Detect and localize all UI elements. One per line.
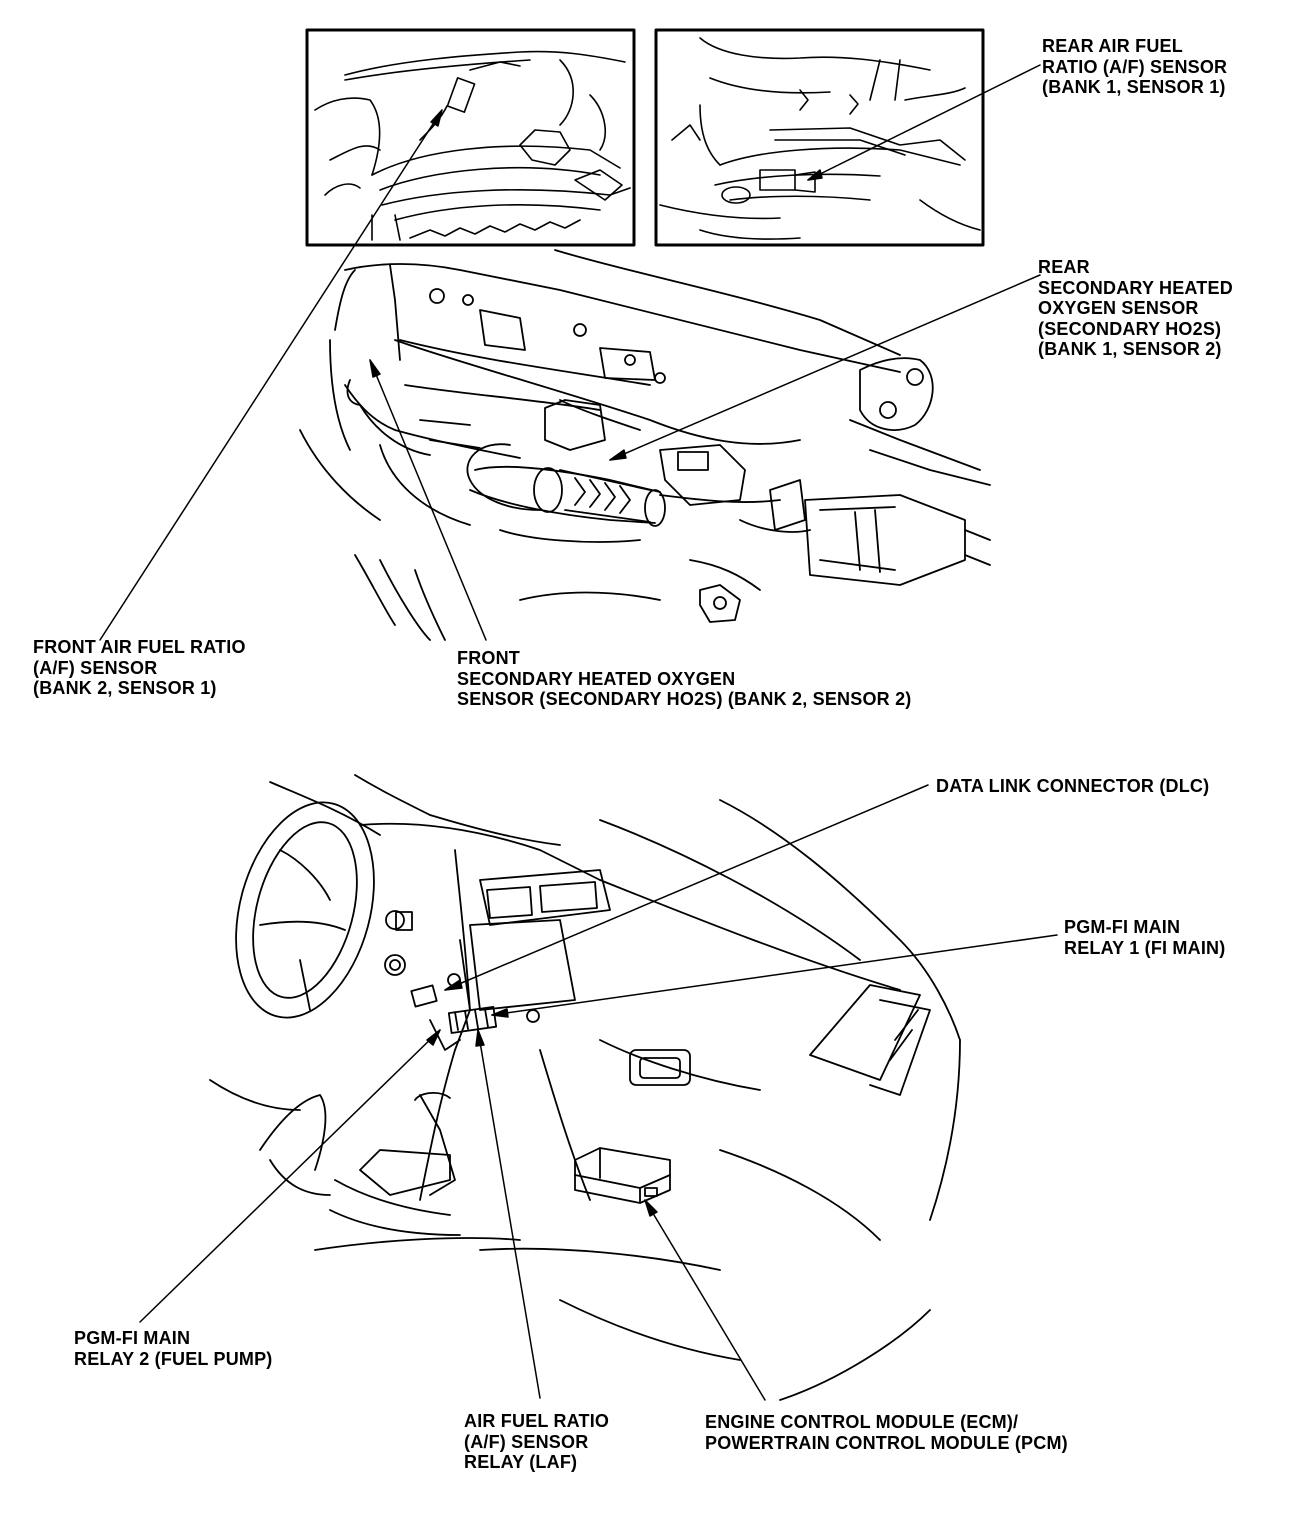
leader-ecm-pcm [644,1199,766,1401]
label-line: RELAY 2 (FUEL PUMP) [74,1348,273,1369]
arrow-ecm-pcm [644,1199,658,1217]
label-line: RELAY (LAF) [464,1452,578,1472]
leader-pgm-fi-main-relay-2 [139,1029,441,1323]
label-rear-secondary-ho2s: REAR SECONDARY HEATED OXYGEN SENSOR (SEC… [1038,257,1233,360]
arrow-rear-secondary-ho2s [609,449,627,461]
label-line: SENSOR (SECONDARY HO2S) (BANK 2, SENSOR … [457,689,912,709]
label-line: POWERTRAIN CONTROL MODULE (PCM) [705,1432,1068,1453]
arrow-pgm-fi-main-relay-1 [491,1008,509,1018]
ecm-pcm-box [574,1147,671,1204]
leader-dlc [444,784,929,991]
label-pgm-fi-main-relay-2: PGM-FI MAIN RELAY 2 (FUEL PUMP) [74,1328,273,1369]
arrow-pgm-fi-main-relay-2 [426,1029,441,1046]
label-line: REAR [1038,257,1090,277]
label-line: SECONDARY HEATED OXYGEN [457,668,736,689]
label-front-secondary-ho2s: FRONT SECONDARY HEATED OXYGEN SENSOR (SE… [457,648,911,710]
label-line: OXYGEN SENSOR [1038,298,1199,318]
leader-rear-secondary-ho2s [609,274,1041,461]
label-line: RELAY 1 (FI MAIN) [1064,937,1226,958]
label-rear-af-sensor: REAR AIR FUEL RATIO (A/F) SENSOR (BANK 1… [1042,36,1227,98]
relay-cluster [447,1005,498,1034]
arrow-rear-af-sensor [807,169,823,181]
label-line: DATA LINK CONNECTOR (DLC) [936,776,1210,796]
label-line: FRONT AIR FUEL RATIO [33,637,246,657]
arrow-af-sensor-relay [475,1029,485,1047]
inset-rear-af-sensor [654,28,985,247]
label-af-sensor-relay: AIR FUEL RATIO (A/F) SENSOR RELAY (LAF) [464,1411,609,1473]
label-line: (A/F) SENSOR [464,1431,589,1452]
label-ecm-pcm: ENGINE CONTROL MODULE (ECM)/ POWERTRAIN … [705,1412,1068,1453]
label-line: REAR AIR FUEL [1042,36,1183,56]
leader-front-secondary-ho2s [369,359,487,641]
label-line: ENGINE CONTROL MODULE (ECM)/ [705,1412,1019,1432]
leader-pgm-fi-main-relay-1 [491,934,1058,1016]
arrow-front-af-sensor [430,109,443,127]
leader-lines [99,64,1058,1401]
label-line: (A/F) SENSOR [33,657,158,678]
label-pgm-fi-main-relay-1: PGM-FI MAIN RELAY 1 (FI MAIN) [1064,917,1225,958]
label-line: (BANK 1, SENSOR 1) [1042,77,1226,97]
dashboard-interior-drawing [209,774,961,1401]
leader-front-af-sensor [99,109,443,641]
leader-af-sensor-relay [477,1029,541,1399]
label-line: PGM-FI MAIN [74,1328,191,1348]
label-line: (BANK 1, SENSOR 2) [1038,339,1222,359]
inset-rear-af-sensor-drawing [659,37,981,240]
arrow-front-secondary-ho2s [369,359,381,378]
inset-front-af-sensor [305,28,636,247]
label-front-af-sensor: FRONT AIR FUEL RATIO (A/F) SENSOR (BANK … [33,637,246,699]
label-line: SECONDARY HEATED [1038,277,1233,298]
label-line: AIR FUEL RATIO [464,1411,610,1431]
label-line: RATIO (A/F) SENSOR [1042,56,1228,77]
dlc-connector [410,984,438,1008]
label-line: PGM-FI MAIN [1064,917,1181,937]
label-line: (SECONDARY HO2S) [1038,318,1222,339]
label-line: FRONT [457,648,520,668]
inset-front-af-sensor-drawing [314,50,631,241]
engine-exhaust-drawing [299,249,991,641]
label-line: (BANK 2, SENSOR 1) [33,678,217,698]
leader-rear-af-sensor [807,64,1041,181]
label-data-link-connector: DATA LINK CONNECTOR (DLC) [936,776,1209,797]
arrow-dlc [444,979,463,991]
